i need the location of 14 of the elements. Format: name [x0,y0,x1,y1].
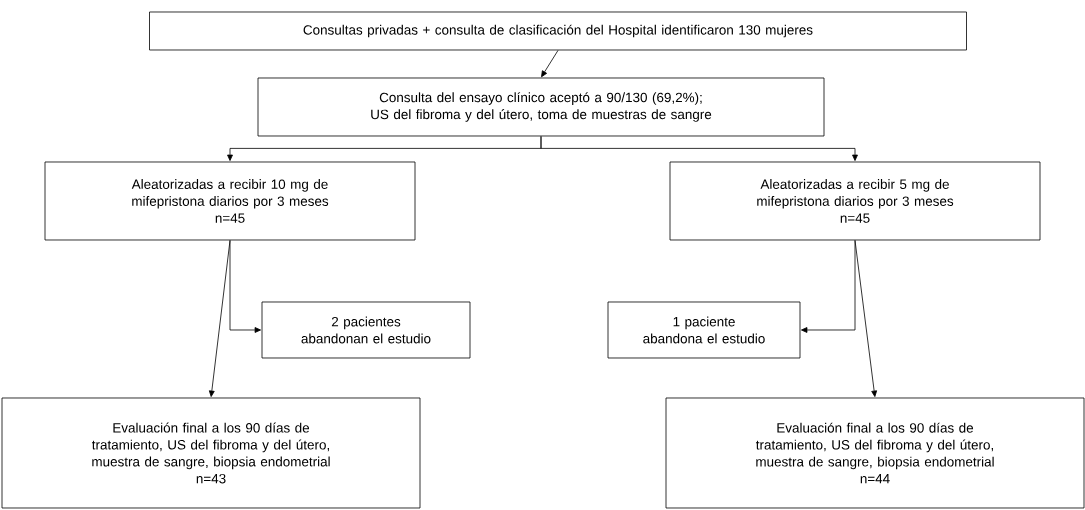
process-box: 1 paciente abandona el estudio [607,301,801,359]
process-box: Evaluación final a los 90 días de tratamiento, US del fibroma y del útero, muestra de sangre, biopsia endometrial n=43 [1,397,421,509]
process-box: Aleatorizadas a recibir 10 mg de mifepristona diarios por 3 meses n=45 [44,161,416,241]
process-box: 2 pacientes abandonan el estudio [261,301,471,359]
arrow [229,240,261,333]
process-box: Evaluación final a los 90 días de tratamiento, US del fibroma y del útero, muestra de sangre, biopsia endometrial n=44 [665,397,1085,509]
arrow [208,240,231,397]
process-box: Consulta del ensayo clínico aceptó a 90/130 (69,2%); US del fibroma y del útero, toma de muestras de sangre [257,77,825,137]
process-box: Aleatorizadas a recibir 5 mg de mifepristona diarios por 3 meses n=45 [669,161,1041,241]
arrow [541,50,559,78]
arrow [540,136,858,161]
arrow [854,240,878,397]
arrow [801,240,856,333]
process-box: Consultas privadas + consulta de clasificación del Hospital identificaron 130 mujeres [149,11,967,51]
